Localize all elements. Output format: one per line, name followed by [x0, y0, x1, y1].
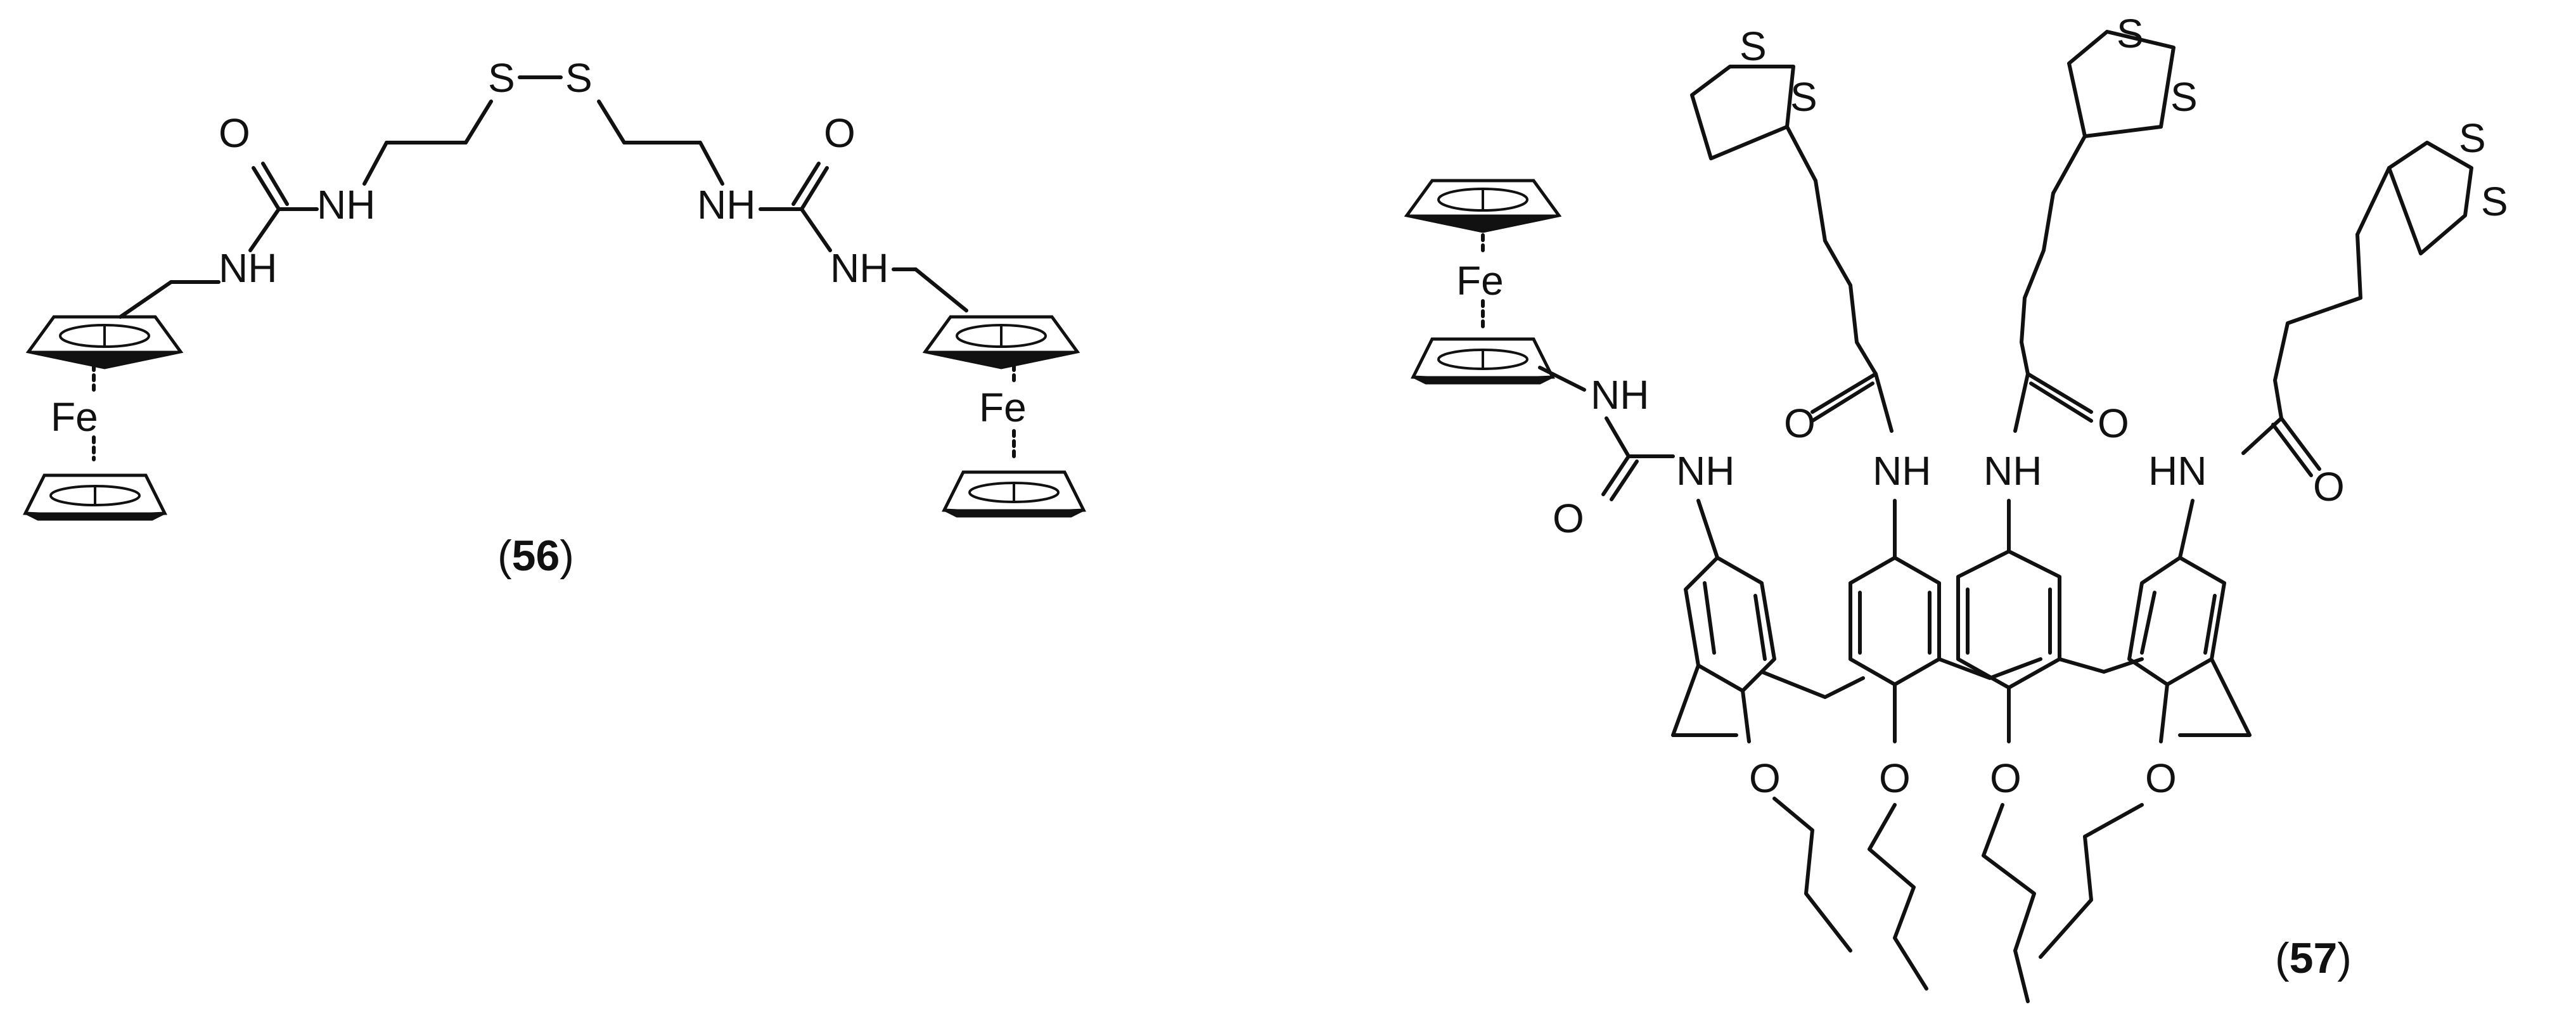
ferrocene-right: Fe: [925, 317, 1084, 517]
calixarene-ring-2: O: [1849, 499, 1941, 991]
oxygen-label: O: [1553, 496, 1584, 541]
nh-label: NH: [317, 182, 375, 228]
sulfur-label: S: [1740, 23, 1767, 69]
nh-label: NH: [1591, 372, 1649, 418]
nh-label: NH: [830, 245, 888, 291]
oxygen-label: O: [1990, 755, 2022, 801]
sulfur-label: S: [1790, 74, 1817, 120]
sulfur-label: S: [2170, 74, 2198, 120]
nh-label: NH: [1983, 448, 2042, 494]
compound-57-label: (57): [2275, 934, 2352, 982]
oxygen-label: O: [2313, 464, 2345, 510]
dithiolane-ring-1: S S: [1690, 23, 1817, 183]
oxygen-label: O: [1749, 755, 1781, 801]
oxygen-label: O: [1879, 755, 1911, 801]
sulfur-label: S: [2459, 115, 2486, 161]
oxygen-label: O: [824, 110, 855, 156]
nh-label: NH: [697, 182, 755, 228]
oxygen-label: O: [219, 110, 250, 156]
iron-atom-label: Fe: [979, 385, 1027, 430]
dithiolane-ring-3: S S: [2355, 115, 2508, 255]
compound-56-structure: Fe NH O NH S S NH O NH: [25, 55, 1084, 580]
nh-label: NH: [1676, 448, 1734, 494]
iron-atom-label: Fe: [1456, 258, 1504, 304]
compound-56-label: (56): [497, 532, 574, 580]
dithiolane-ring-2: S S: [2051, 11, 2198, 195]
calixarene-ring-1: O: [1671, 499, 1852, 953]
nh-label: NH: [1873, 448, 1931, 494]
sulfur-label: S: [2117, 11, 2144, 56]
iron-atom-label: Fe: [51, 394, 98, 440]
sulfur-label: S: [565, 55, 593, 101]
calixarene-ring-4: O: [2039, 499, 2252, 959]
oxygen-label: O: [2145, 755, 2177, 801]
compound-57-structure: Fe NH O NH S S S S S S: [1407, 11, 2508, 1003]
ferrocene-57: Fe: [1407, 181, 1559, 383]
sulfur-label: S: [488, 55, 515, 101]
ferrocene-left: Fe: [25, 317, 181, 520]
sulfur-label: S: [2481, 179, 2508, 224]
calixarene-ring-3: O: [1956, 499, 2061, 1003]
oxygen-label: O: [2098, 401, 2129, 446]
nh-label: NH: [219, 245, 277, 291]
hn-label: HN: [2148, 448, 2207, 494]
oxygen-label: O: [1784, 401, 1816, 446]
